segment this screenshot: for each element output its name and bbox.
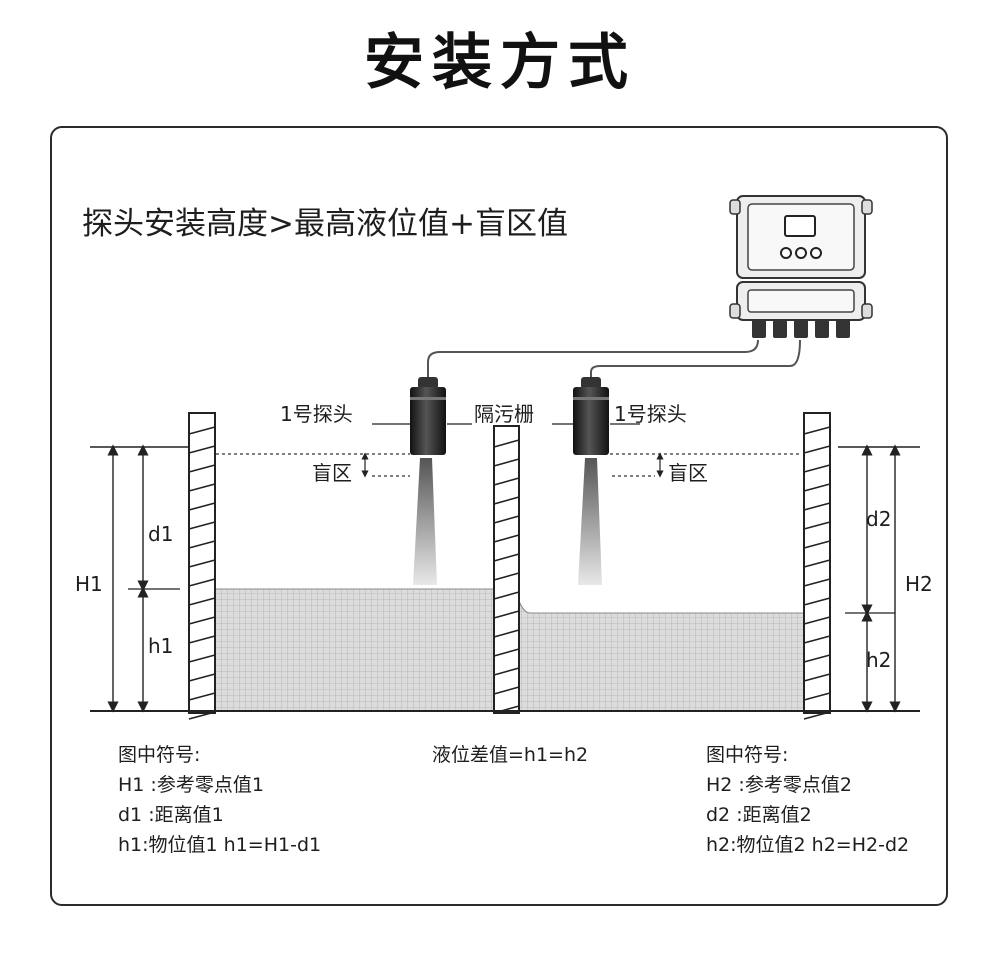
probe-left-label: 1号探头	[280, 402, 353, 426]
wall-right	[803, 412, 831, 720]
legend-left-line: H1 :参考零点值1	[118, 774, 264, 796]
probe-left	[410, 377, 446, 455]
probe-right	[573, 377, 609, 455]
beam-right	[578, 458, 602, 585]
blind-zone-left-label: 盲区	[312, 461, 352, 485]
legend-right-line: h2:物位值2 h2=H2-d2	[706, 834, 910, 856]
h2-label: h2	[866, 648, 892, 672]
wall-middle	[493, 425, 520, 714]
d1-label: d1	[148, 522, 174, 546]
legend-right-line: d2 :距离值2	[706, 804, 812, 826]
page-title: 安装方式	[364, 28, 636, 98]
liquid-right	[518, 600, 805, 712]
legend-right: 图中符号: H2 :参考零点值2 d2 :距离值2 h2:物位值2 h2=H2-…	[706, 740, 909, 860]
d2-label: d2	[866, 507, 892, 531]
level-difference-text: 液位差值=h1=h2	[432, 744, 589, 766]
legend-right-heading: 图中符号:	[706, 744, 789, 766]
wall-left	[188, 412, 216, 720]
beam-left	[413, 458, 437, 585]
baffle-label: 隔污栅	[474, 402, 534, 426]
legend-left-line: d1 :距离值1	[118, 804, 224, 826]
blind-zone-right-label: 盲区	[668, 461, 708, 485]
legend-right-line: H2 :参考零点值2	[706, 774, 852, 796]
probe-icon	[410, 377, 609, 455]
probe-right-label: 1号探头	[614, 402, 687, 426]
legend-center: 液位差值=h1=h2	[432, 740, 588, 770]
wall-icon	[188, 412, 831, 720]
legend-left: 图中符号: H1 :参考零点值1 d1 :距离值1 h1:物位值1 h1=H1-…	[118, 740, 321, 860]
h1-label: h1	[148, 634, 174, 658]
H1-label: H1	[75, 572, 103, 596]
H2-label: H2	[905, 572, 933, 596]
legend-left-line: h1:物位值1 h1=H1-d1	[118, 834, 322, 856]
subtitle: 探头安装高度>最高液位值+盲区值	[82, 206, 568, 242]
legend-left-heading: 图中符号:	[118, 744, 201, 766]
liquid-left	[214, 588, 495, 712]
controller-icon	[729, 195, 873, 338]
diagram-frame	[50, 126, 948, 906]
